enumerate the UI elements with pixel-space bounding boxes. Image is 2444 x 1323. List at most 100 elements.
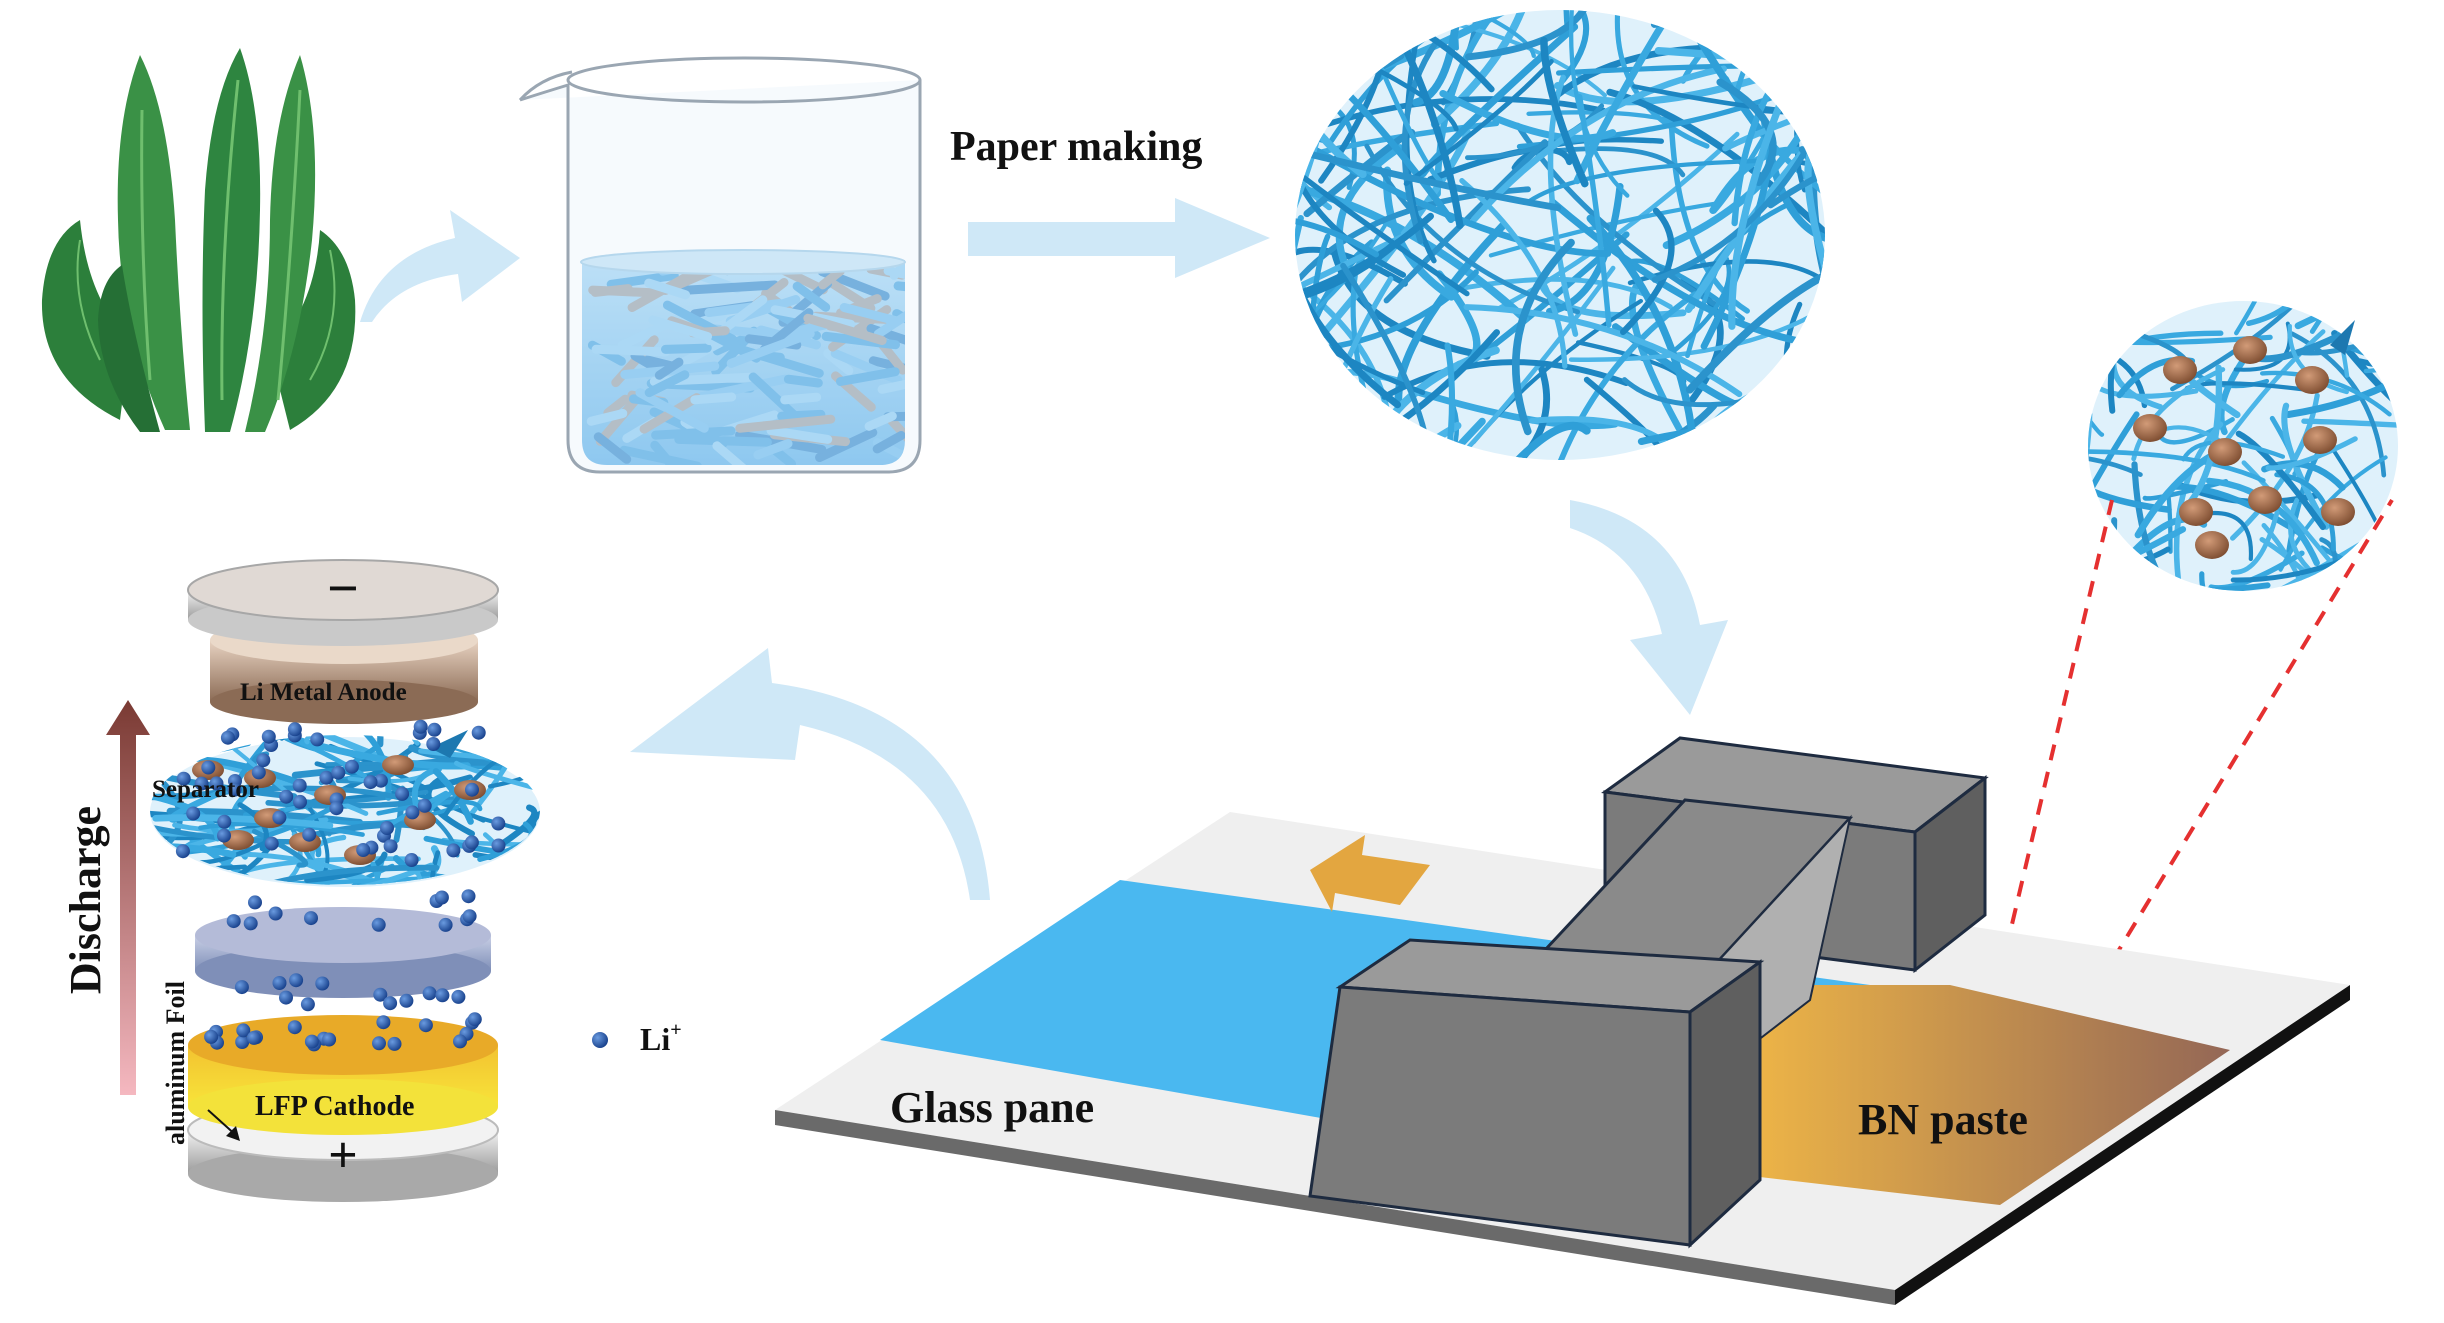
li-ion — [176, 771, 191, 786]
fiber-strand — [2308, 301, 2393, 307]
fiber-strand — [2335, 561, 2367, 591]
fiber-strand — [1649, 0, 1805, 4]
fiber-rod — [593, 432, 632, 464]
li-ion — [451, 989, 466, 1004]
fiber-rod — [635, 388, 709, 433]
li-metal-anode-label: Li Metal Anode — [240, 679, 407, 706]
bn-particle — [382, 755, 414, 775]
fiber-strand — [2037, 255, 2079, 377]
fiber-strand — [2170, 301, 2257, 310]
aluminum-foil-pointer-head — [226, 1126, 240, 1141]
li-ion — [329, 801, 344, 816]
positive-sign: + — [328, 1127, 358, 1184]
fiber-strand — [1295, 212, 1434, 318]
fiber-rod — [603, 394, 630, 418]
fiber-rod — [644, 278, 691, 300]
fiber-strand — [559, 698, 667, 736]
fiber-strand — [2349, 301, 2398, 356]
fiber-rod — [591, 344, 670, 357]
lfp-cathode-label: LFP Cathode — [255, 1091, 414, 1122]
bn-particle — [2195, 531, 2229, 559]
li-ion — [300, 997, 315, 1012]
fiber-rod — [766, 426, 833, 444]
li-ion — [464, 835, 479, 850]
li-ion-legend: Li+ — [592, 1019, 682, 1057]
fiber-rod — [712, 441, 749, 465]
fiber-rod — [864, 411, 897, 431]
fiber-tip-icon — [2330, 320, 2355, 355]
bn-particle — [2233, 336, 2267, 364]
fiber-strand — [1581, 0, 1608, 6]
li-ion — [272, 810, 287, 825]
fiber-rod — [877, 365, 905, 394]
fiber-strand — [150, 877, 172, 885]
fiber-rod — [586, 409, 628, 426]
fiber-strand — [2088, 411, 2093, 566]
fiber-strand — [2395, 301, 2398, 337]
fiber-strand — [1039, 0, 1269, 30]
paper-making-label: Paper making — [950, 124, 1202, 170]
bn-particle — [2248, 486, 2282, 514]
li-ion — [467, 1012, 482, 1027]
doctor-blade-coater-icon — [775, 736, 2350, 1305]
fiber-rod — [883, 266, 905, 292]
fiber-strand — [1421, 10, 1536, 59]
fiber-rod — [726, 329, 815, 368]
glass-pane-front-edge — [775, 1110, 1895, 1305]
li-ion — [304, 911, 318, 926]
fiber-disc-with-bn-particles — [2037, 255, 2444, 658]
fiber-strand — [1359, 10, 1389, 28]
fiber-strand — [530, 798, 540, 875]
fiber-strand — [2037, 554, 2070, 644]
fiber-strand — [1845, 266, 2001, 485]
fiber-strand — [2242, 581, 2391, 591]
li-ion — [236, 1023, 251, 1038]
fiber-rod — [735, 414, 836, 433]
fiber-strand — [1340, 262, 1432, 460]
li-ion — [434, 890, 449, 905]
fiber-strand — [1549, 198, 1815, 347]
li-ion — [217, 814, 232, 829]
fiber-strand — [1811, 10, 1825, 90]
bn-paste-label: BN paste — [1858, 1095, 2028, 1144]
fiber-strand — [1295, 225, 1426, 396]
fiber-strand — [1527, 158, 1761, 204]
fiber-rod — [792, 281, 831, 312]
fiber-strand — [1864, 216, 2087, 379]
fiber-strand — [2418, 475, 2444, 607]
li-ion-charge: + — [670, 1019, 681, 1041]
separator-label: Separator — [152, 776, 259, 803]
fiber-strand — [2088, 352, 2112, 378]
fiber-strand — [2114, 566, 2130, 591]
li-ion — [465, 782, 479, 797]
li-ion — [417, 798, 432, 813]
fiber-strand — [1847, 270, 2014, 402]
fiber-rod — [753, 439, 793, 460]
fiber-strand — [1669, 424, 1825, 460]
fiber-strand — [1866, 76, 1909, 208]
beaker-icon — [518, 56, 922, 474]
fiber-strand — [1795, 159, 1825, 233]
fiber-strand — [1295, 214, 1380, 258]
fiber-strand — [2397, 341, 2398, 408]
li-ion — [226, 914, 241, 929]
li-ion — [310, 732, 325, 747]
fiber-strand — [2288, 497, 2317, 577]
li-ion — [246, 1030, 261, 1045]
flow-arrow-beaker-to-paper — [968, 198, 1270, 278]
fiber-strand — [2088, 340, 2148, 409]
fiber-strand — [1295, 178, 1529, 323]
fiber-strand — [2198, 594, 2241, 658]
li-ion — [383, 996, 398, 1011]
fiber-strand — [150, 852, 189, 885]
fiber-strand — [1870, 110, 2041, 279]
li-ion-legend-icon — [592, 1032, 608, 1048]
fiber-strand — [2088, 301, 2196, 302]
fiber-strand — [2402, 554, 2444, 579]
fiber-strand — [1244, 5, 1279, 130]
li-ion — [435, 988, 450, 1003]
coating-direction-arrow — [1310, 835, 1430, 912]
fiber-strand — [1405, 0, 1534, 1]
li-ion — [256, 753, 271, 768]
li-ion — [319, 770, 334, 785]
